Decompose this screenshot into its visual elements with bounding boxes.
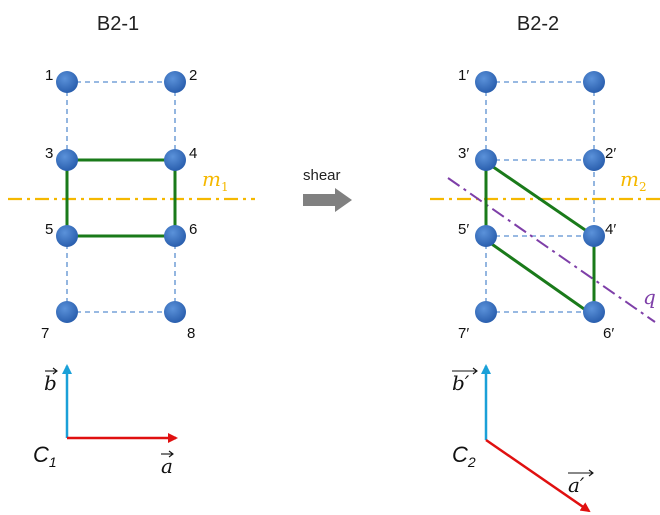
atom-1-prime [475,71,497,93]
left-atom-labels: 1 2 3 4 5 6 7 8 [41,67,197,342]
left-title: B2-1 [97,13,139,35]
atom-label-2-prime: 2′ [605,145,616,162]
atom-label-6-prime: 6′ [603,325,614,342]
vector-a-prime-arrow [485,438,591,513]
left-lattice-lines [66,81,176,313]
atom-5 [56,225,78,247]
mirror-label-m1: m1 [202,167,229,194]
glide-line-q [447,177,656,323]
atom-label-3: 3 [45,145,53,162]
left-panel: B2-1 1 2 3 4 5 [8,13,255,478]
vector-b-prime-label: b′ [452,371,470,395]
atom-4-prime [583,225,605,247]
atom-label-5-prime: 5′ [458,221,469,238]
atom-label-7: 7 [41,325,49,342]
atom-label-3-prime: 3′ [458,145,469,162]
right-panel: B2-2 1′ 2′ [430,13,660,513]
cell-label-c1: C1 [33,442,57,470]
vector-a-prime-label: a′ [568,473,585,497]
atom-label-1: 1 [45,67,53,84]
atom-label-1-prime: 1′ [458,67,469,84]
atom-label-6: 6 [189,221,197,238]
left-atoms [56,71,186,323]
atom-6 [164,225,186,247]
atom-label-4: 4 [189,145,197,162]
mirror-label-m2: m2 [620,167,647,194]
atom-2-prime [583,149,605,171]
atom-8 [164,301,186,323]
right-atoms [475,71,605,323]
vector-a-label: a [161,454,173,478]
atom-label-2: 2 [189,67,197,84]
atom-6-prime [583,301,605,323]
atom-4 [164,149,186,171]
atom-1 [56,71,78,93]
atom-label-5: 5 [45,221,53,238]
vector-b-label: b [44,371,57,395]
atom-3 [56,149,78,171]
atom-7-prime [475,301,497,323]
atom-label-7-prime: 7′ [458,325,469,342]
atom-top-right [583,71,605,93]
shear-arrow-icon [303,188,352,212]
atom-7 [56,301,78,323]
right-title: B2-2 [517,13,559,35]
shear-label: shear [303,167,341,184]
atom-3-prime [475,149,497,171]
right-unit-cell [484,159,596,319]
right-atom-labels: 1′ 2′ 3′ 4′ 5′ 6′ 7′ [458,67,616,342]
cell-label-c2: C2 [452,442,476,470]
shear-transform: shear [303,167,352,212]
glide-label-q: q [643,285,656,309]
atom-5-prime [475,225,497,247]
atom-2 [164,71,186,93]
atom-label-4-prime: 4′ [605,221,616,238]
atom-label-8: 8 [187,325,195,342]
